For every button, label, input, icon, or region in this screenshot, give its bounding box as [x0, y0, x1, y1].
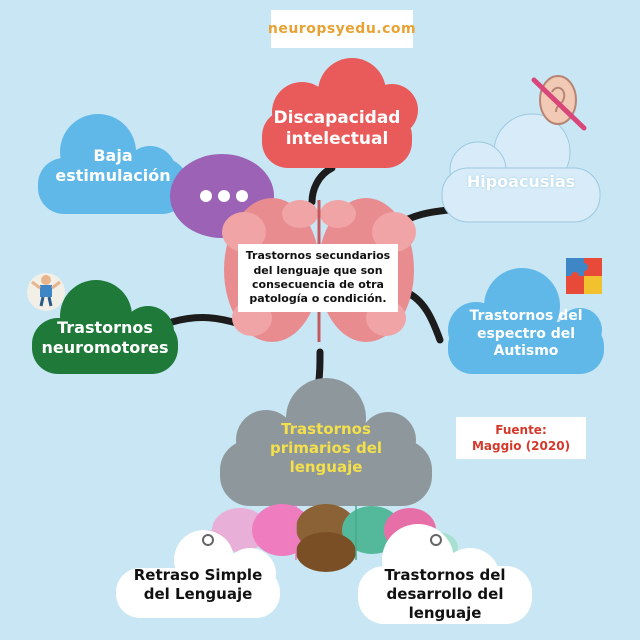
label-autismo: Trastornos del espectro del Autismo	[448, 308, 604, 361]
pin-icons	[202, 534, 442, 546]
label-autismo-line3: Autismo	[493, 343, 559, 359]
source-line1: Fuente:	[495, 423, 547, 437]
child-figure-icon	[27, 273, 65, 311]
cloud-discapacidad	[262, 58, 418, 168]
cloud-primarios	[220, 378, 432, 506]
label-retraso-line1: Retraso Simple	[133, 566, 263, 584]
cloud-hipoacusias	[441, 113, 601, 223]
label-primarios: Trastornos primarios del lenguaje	[230, 420, 422, 476]
label-discapacidad: Discapacidad intelectual	[262, 108, 412, 151]
connector-neuromotores	[168, 314, 244, 328]
label-primarios-line1: Trastornos	[281, 420, 371, 438]
label-baja: Baja estimulación	[38, 146, 188, 186]
site-label: neuropsyedu.com	[268, 10, 416, 48]
label-hipoacusias: Hipoacusias	[466, 172, 576, 191]
ear-crossed-icon	[531, 75, 587, 131]
label-primarios-line3: lenguaje	[289, 457, 363, 476]
cloud-autismo	[448, 268, 604, 374]
label-baja-line2: estimulación	[55, 166, 171, 185]
label-autismo-line2: espectro del	[476, 325, 576, 342]
label-desarrollo-line3: lenguaje	[408, 603, 482, 622]
label-retraso: Retraso Simple del Lenguaje	[116, 566, 280, 604]
label-autismo-line1: Trastornos del	[469, 308, 583, 324]
label-discapacidad-line2: intelectual	[285, 129, 389, 150]
label-desarrollo: Trastornos del desarrollo del lenguaje	[358, 566, 532, 622]
label-discapacidad-line1: Discapacidad	[273, 108, 401, 128]
center-description: Trastornos secundarios del lenguaje que …	[238, 244, 398, 312]
source-line2: Maggio (2020)	[471, 438, 571, 453]
cloud-retraso	[116, 530, 280, 618]
connector-autismo	[402, 288, 444, 344]
label-primarios-line2: primarios del	[269, 438, 383, 457]
cloud-baja	[38, 114, 188, 214]
cloud-neuromotores	[32, 280, 178, 374]
label-desarrollo-line2: desarrollo del	[386, 584, 504, 603]
label-neuromotores-line1: Trastornos	[57, 318, 153, 337]
puzzle-icon	[566, 258, 602, 294]
label-neuromotores: Trastornos neuromotores	[32, 318, 178, 358]
label-neuromotores-line2: neuromotores	[41, 338, 169, 357]
connector-discapacidad	[308, 164, 336, 206]
label-desarrollo-line1: Trastornos del	[384, 566, 506, 584]
source-box: Fuente: Maggio (2020)	[456, 417, 586, 459]
label-retraso-line2: del Lenguaje	[143, 584, 253, 603]
label-baja-line1: Baja	[93, 146, 133, 165]
